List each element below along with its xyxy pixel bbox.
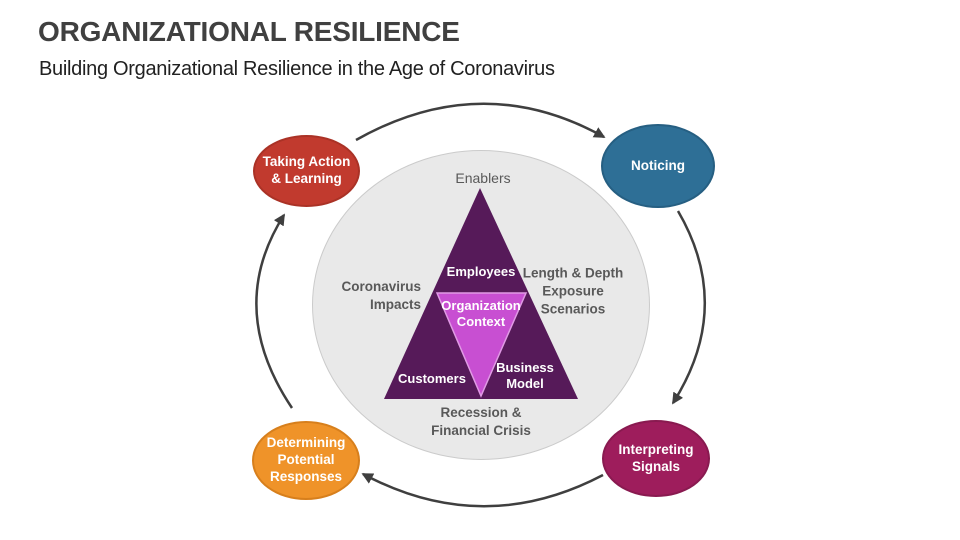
page-subtitle: Building Organizational Resilience in th… xyxy=(39,58,555,80)
recession-crisis-label: Recession & Financial Crisis xyxy=(431,405,531,438)
node-interpreting-signals: Interpreting Signals xyxy=(602,420,710,497)
arrow-noticing-to-interpreting xyxy=(671,210,707,405)
employees-label: Employees xyxy=(446,263,516,279)
business-model-label: Business Model xyxy=(496,359,554,391)
arrow-interpreting-to-determining xyxy=(361,472,604,508)
arrow-taking-action-to-noticing xyxy=(355,102,606,142)
organization-context-label: Organization Context xyxy=(441,297,521,329)
node-noticing: Noticing xyxy=(601,124,715,208)
node-determining-potential-responses: Determining Potential Responses xyxy=(252,421,360,500)
coronavirus-impacts-label: Coronavirus Impacts xyxy=(341,279,421,312)
exposure-scenarios-label: Length & Depth Exposure Scenarios xyxy=(522,265,624,316)
customers-label: Customers xyxy=(398,370,466,386)
arrow-determining-to-taking-action xyxy=(255,213,294,409)
page-title: ORGANIZATIONAL RESILIENCE xyxy=(38,16,460,47)
enablers-label: Enablers xyxy=(455,169,511,186)
node-taking-action-learning: Taking Action & Learning xyxy=(253,135,360,207)
